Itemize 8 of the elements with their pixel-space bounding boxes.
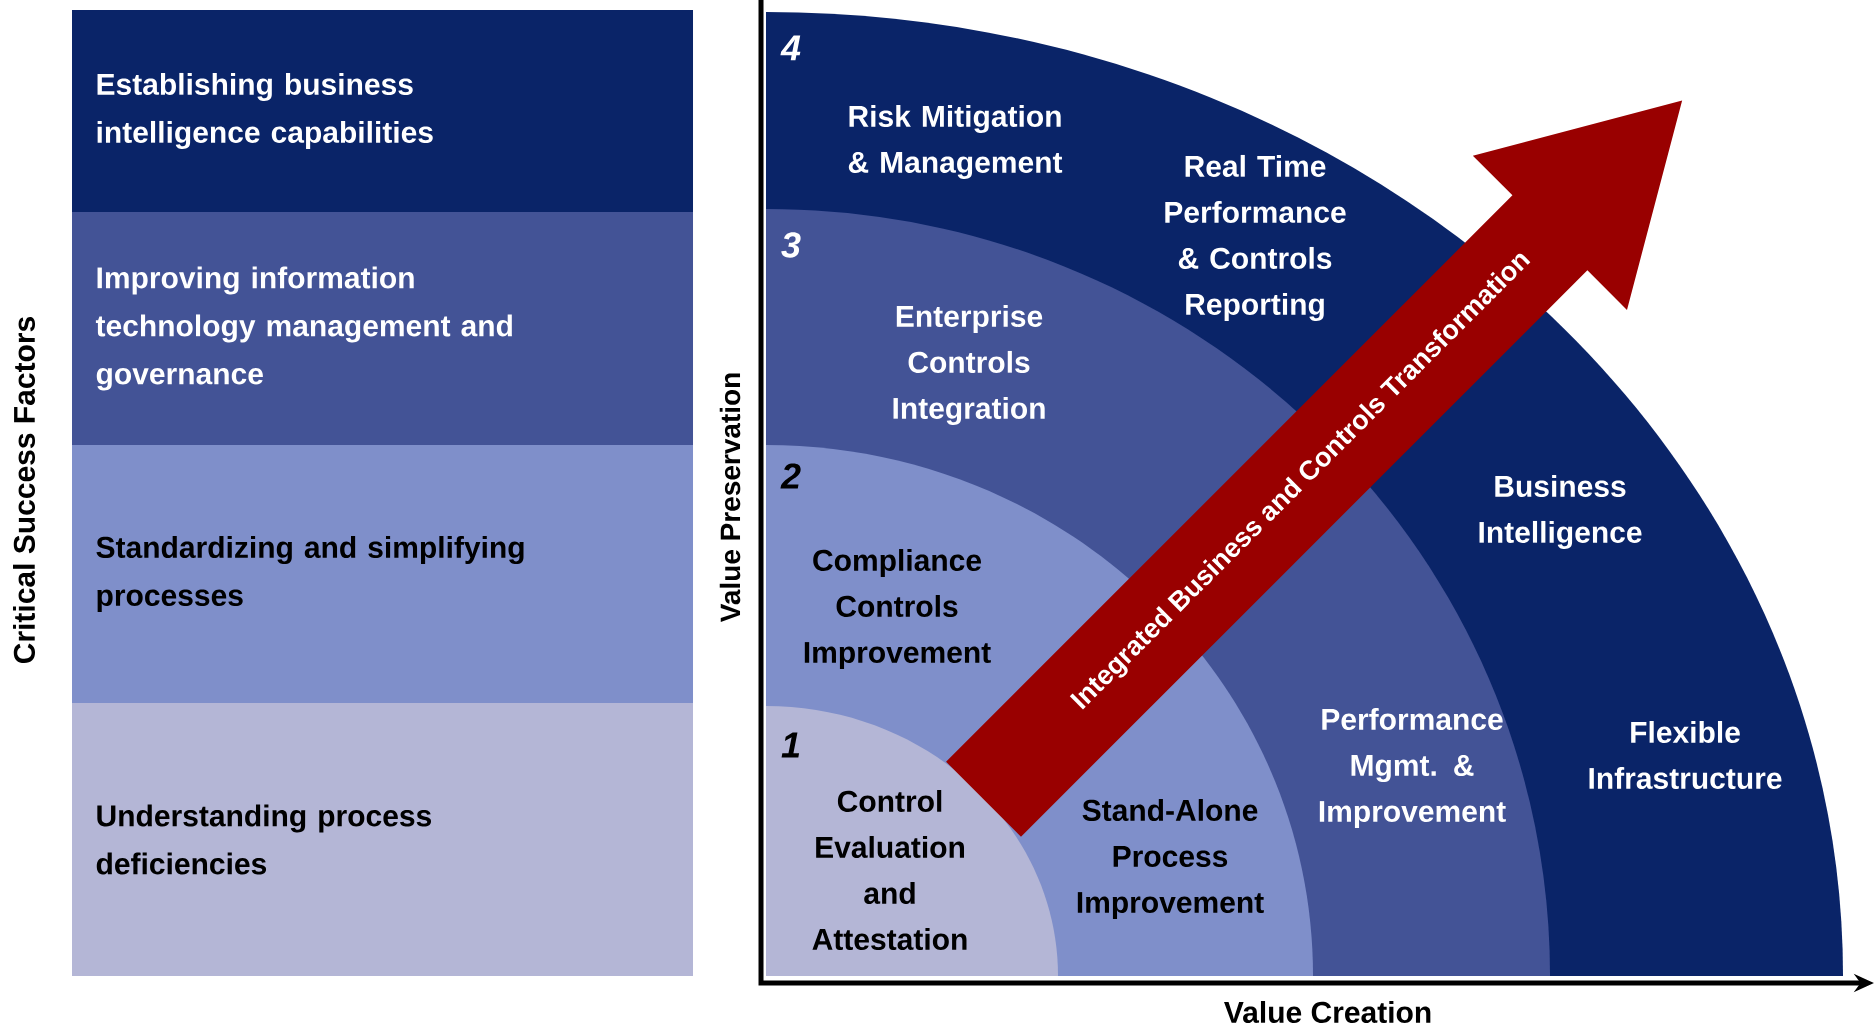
factor-box: Establishing business intelligence capabilities bbox=[72, 10, 693, 212]
factor-box: Improving information technology management and governance bbox=[72, 212, 693, 445]
axis-title: Value Preservation bbox=[719, 373, 741, 623]
factor-box: Standardizing and simplifying processes bbox=[72, 445, 693, 703]
value-ring: 1 Control Evaluation and Attestation bbox=[766, 706, 1058, 976]
axis-title: Value Creation bbox=[1224, 1001, 1431, 1023]
factor-box: Understanding process deficiencies bbox=[72, 703, 693, 976]
axis-title: Critical Success Factors bbox=[13, 317, 35, 663]
